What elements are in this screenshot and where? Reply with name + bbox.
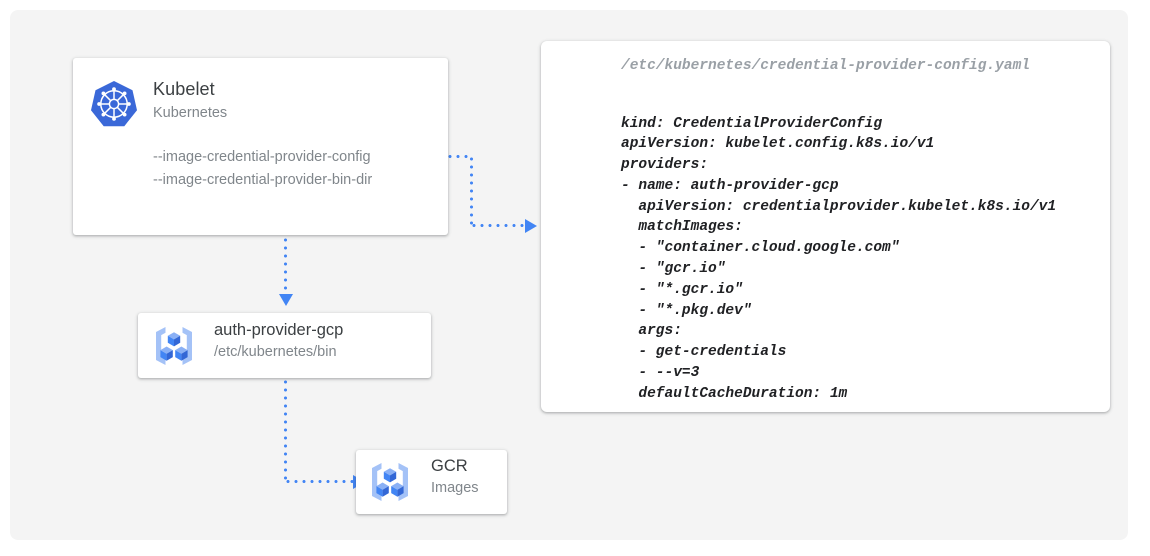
auth-provider-card-subtitle: /etc/kubernetes/bin [214, 344, 337, 360]
yaml-config-panel[interactable]: /etc/kubernetes/credential-provider-conf… [541, 41, 1110, 412]
kubelet-card[interactable]: Kubelet Kubernetes --image-credential-pr… [73, 58, 448, 235]
kubelet-flag-bin-dir: --image-credential-provider-bin-dir [153, 172, 373, 188]
yaml-filename-label: /etc/kubernetes/credential-provider-conf… [621, 58, 1030, 74]
auth-provider-card-title: auth-provider-gcp [214, 321, 344, 339]
kubelet-card-subtitle: Kubernetes [153, 105, 228, 121]
gcr-card-title: GCR [431, 457, 468, 475]
kubelet-flag-config: --image-credential-provider-config [153, 149, 371, 165]
auth-provider-card[interactable]: auth-provider-gcp /etc/kubernetes/bin [138, 313, 431, 378]
yaml-content: kind: CredentialProviderConfig apiVersio… [621, 115, 1057, 402]
gcr-card[interactable]: GCR Images [356, 450, 507, 514]
kubernetes-logo-icon [88, 78, 140, 130]
kubelet-card-title: Kubelet [153, 79, 215, 99]
container-registry-icon [152, 325, 196, 367]
kubelet-flag-list: --image-credential-provider-config --ima… [153, 146, 372, 192]
gcr-card-subtitle: Images [431, 480, 479, 496]
container-registry-icon [368, 461, 412, 503]
